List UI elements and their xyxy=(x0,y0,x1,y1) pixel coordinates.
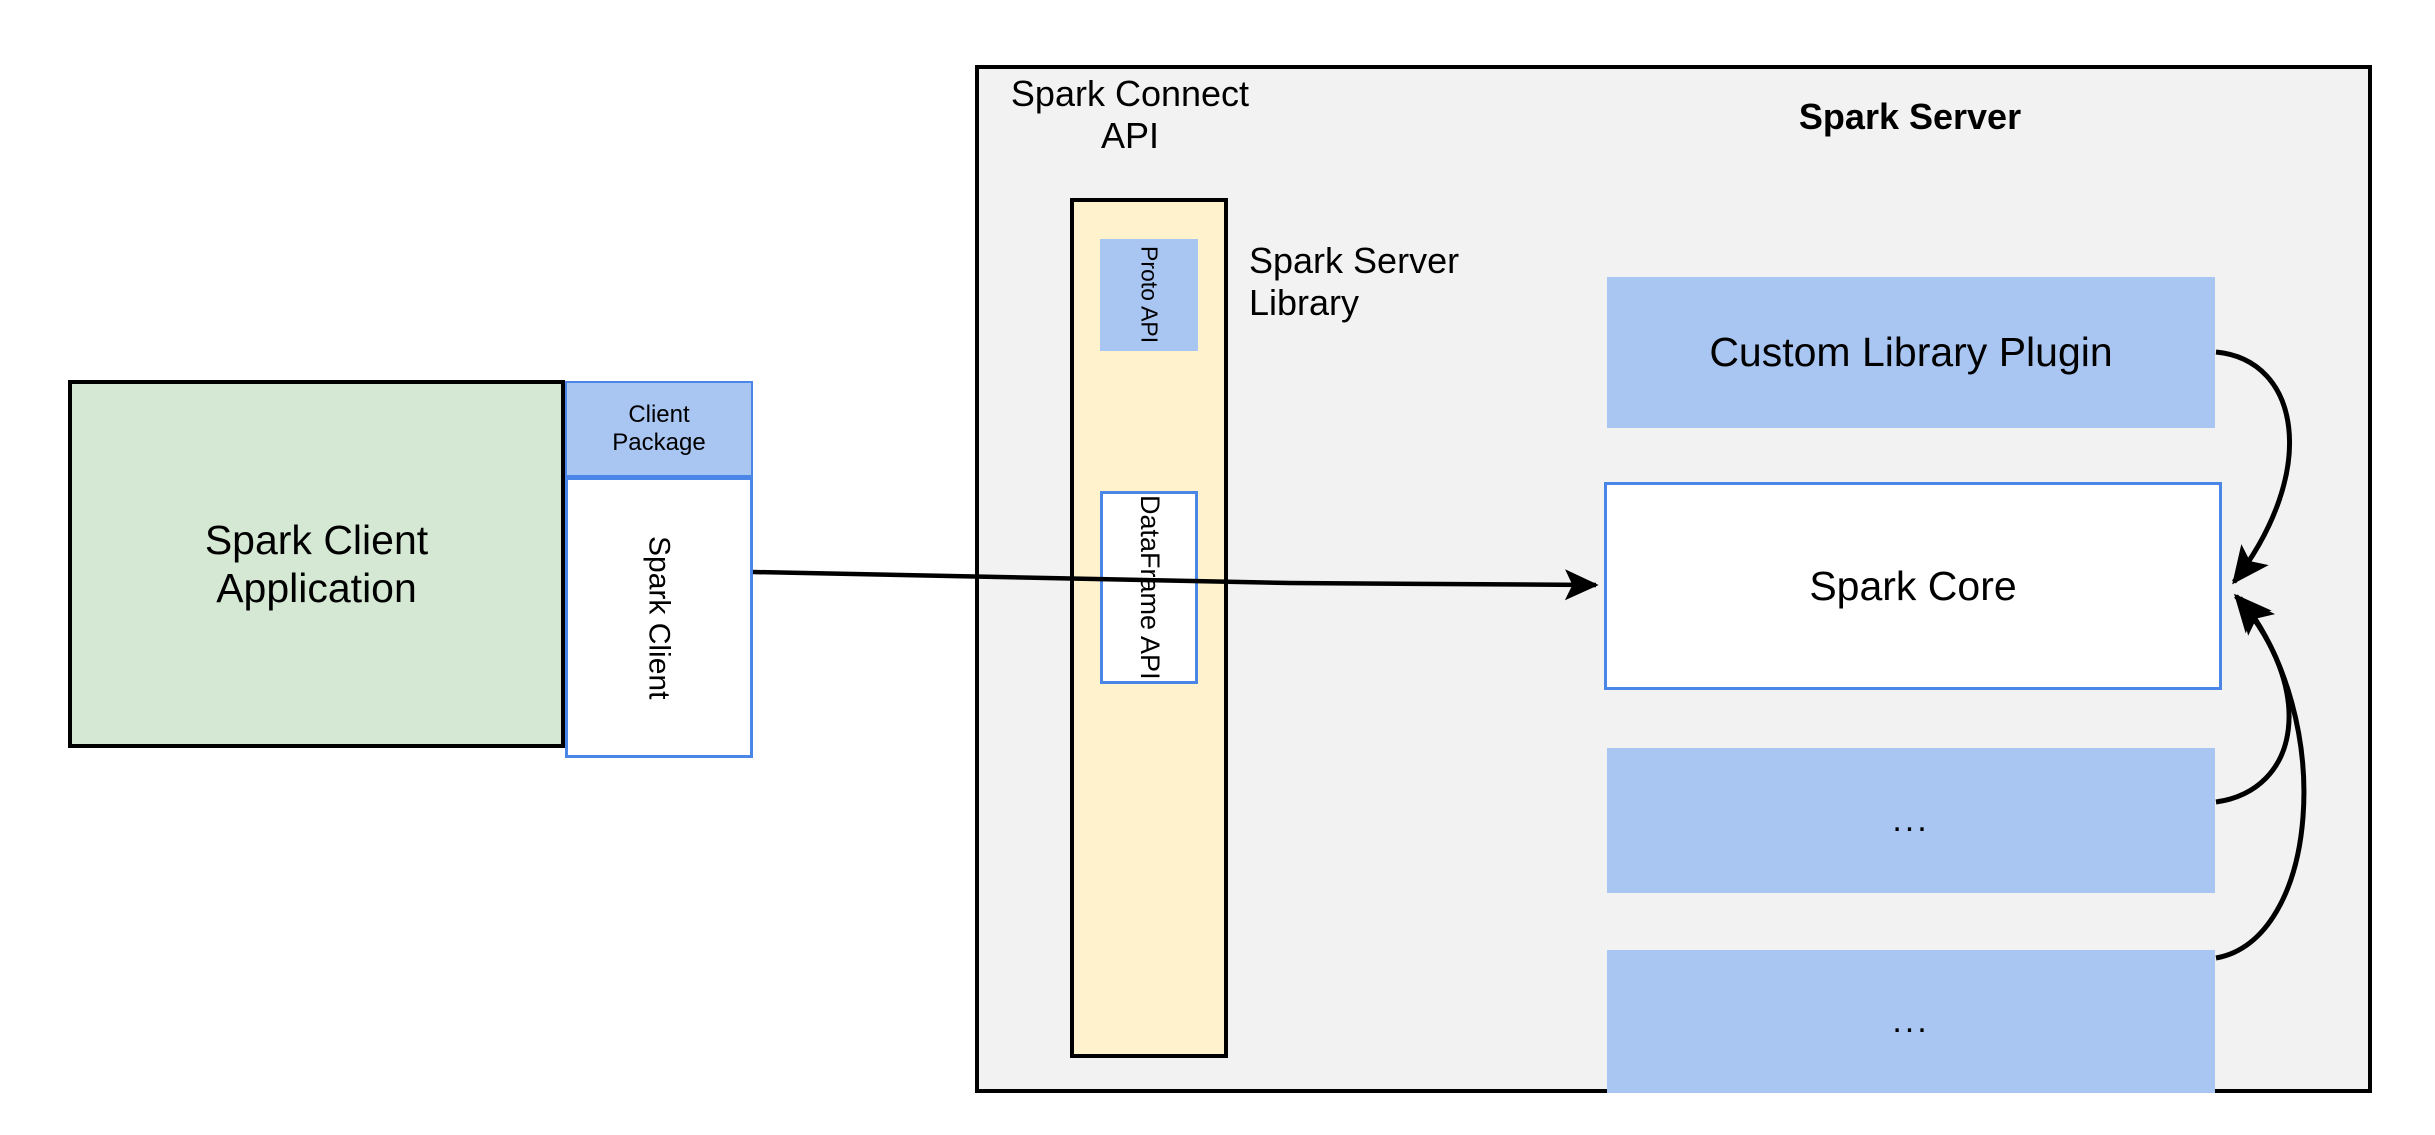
spark-core-label: Spark Core xyxy=(1809,562,2017,609)
spark-connect-api-label-line1: Spark Connect xyxy=(1010,73,1250,114)
proto-api-box: Proto API xyxy=(1100,239,1198,351)
spark-client-label: Spark Client xyxy=(642,535,676,700)
spark-connect-api-label-text: Spark Connect API xyxy=(1011,73,1249,158)
spark-connect-api-label-line2: API xyxy=(1100,115,1159,157)
spark-client-application-box: Spark Client Application xyxy=(68,380,565,748)
spark-server-library-label-line1: Spark Server xyxy=(1249,240,1460,281)
client-package-box: Client Package xyxy=(565,381,753,477)
client-package-label-line2: Package xyxy=(612,429,706,456)
proto-api-label: Proto API xyxy=(1136,246,1163,344)
spark-server-title: Spark Server xyxy=(1798,95,2022,137)
spark-server-library-label: Spark Server Library xyxy=(1249,240,1569,340)
ellipsis-box-1: ... xyxy=(1607,748,2215,893)
spark-server-library-label-line2: Library xyxy=(1249,282,1360,324)
spark-connect-api-label: Spark Connect API xyxy=(1010,63,1250,156)
client-app-label-line1: Spark Client xyxy=(204,516,429,563)
client-package-label-line1: Client xyxy=(628,400,690,428)
spark-core-box: Spark Core xyxy=(1604,482,2222,690)
spark-client-application-label: Spark Client Application xyxy=(205,516,428,613)
client-package-label: Client Package xyxy=(612,401,705,458)
custom-library-plugin-box: Custom Library Plugin xyxy=(1607,277,2215,428)
spark-server-library-label-text: Spark Server Library xyxy=(1249,240,1459,325)
custom-library-plugin-label: Custom Library Plugin xyxy=(1709,329,2113,376)
ellipsis-box-1-label: ... xyxy=(1892,801,1930,840)
dataframe-api-box: DataFrame API xyxy=(1100,491,1198,684)
dataframe-api-label: DataFrame API xyxy=(1134,495,1165,680)
ellipsis-box-2: ... xyxy=(1607,950,2215,1093)
client-app-label-line2: Application xyxy=(216,565,417,611)
ellipsis-box-2-label: ... xyxy=(1892,1002,1930,1041)
spark-client-box: Spark Client xyxy=(565,477,753,758)
